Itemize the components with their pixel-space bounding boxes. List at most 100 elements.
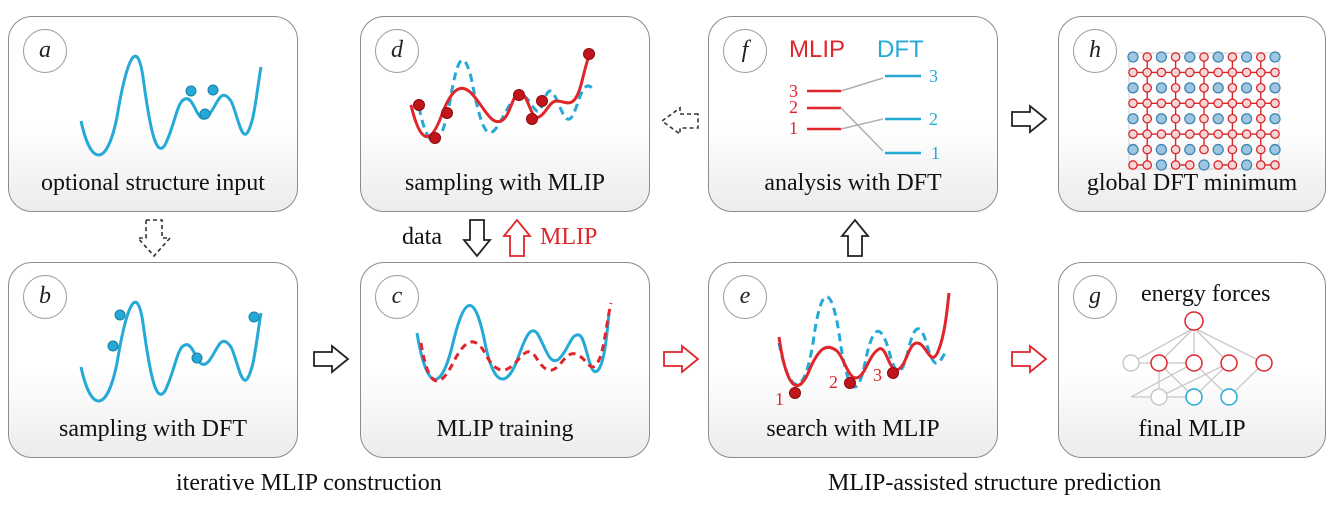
atom-red (1227, 67, 1238, 78)
atom-red (1170, 160, 1181, 170)
panel-a: a optional structure input (8, 16, 298, 212)
dft-level-label-1: 1 (931, 143, 940, 163)
atom-red (1227, 52, 1238, 62)
atom-red (1184, 67, 1195, 78)
atom-blue (1212, 51, 1224, 63)
up-arrow-e-f (840, 218, 870, 257)
sample-point (191, 352, 203, 364)
network-node (1220, 354, 1238, 372)
mlip-heading: MLIP (789, 36, 845, 63)
atom-red (1170, 129, 1181, 139)
dashed-left-arrow (660, 106, 699, 136)
caption-g: final MLIP (1138, 416, 1246, 442)
sample-point (441, 107, 453, 119)
sample-point (513, 89, 525, 101)
panel-g: g energy forces final MLIP (1058, 262, 1326, 458)
atom-blue (1155, 82, 1168, 94)
mlip-curve (419, 302, 613, 383)
atom-red (1170, 98, 1181, 109)
atom-blue (1240, 113, 1253, 125)
energy-landscape-e: 1 2 3 (775, 292, 951, 409)
atom-blue (1212, 143, 1224, 156)
atom-red (1255, 129, 1266, 139)
network-header: energy forces (1141, 281, 1271, 307)
atom-red (1199, 113, 1209, 124)
panel-letter-g: g (1073, 275, 1117, 319)
atom-red (1170, 83, 1181, 93)
sample-point (526, 113, 538, 125)
atom-red (1142, 98, 1153, 109)
atom-red (1255, 160, 1266, 170)
atom-red (1270, 129, 1280, 139)
right-arrow-e-g (1011, 344, 1048, 374)
section-label-left: iterative MLIP construction (176, 470, 442, 496)
atom-blue (1127, 51, 1139, 63)
level-comparison-f: MLIP DFT 3 2 1 3 2 1 (789, 36, 940, 163)
sample-point (107, 340, 119, 352)
energy-landscape-d (409, 48, 595, 144)
atom-red (1199, 129, 1209, 139)
atom-red (1142, 83, 1153, 93)
atom-red (1213, 98, 1224, 109)
panel-b: b sampling with DFT (8, 262, 298, 458)
atom-red (1142, 129, 1153, 139)
atom-red (1170, 144, 1181, 155)
mlip-label: MLIP (540, 224, 598, 250)
atom-red (1170, 113, 1181, 124)
atom-red (1142, 144, 1153, 155)
atom-red (1156, 129, 1167, 139)
atom-red (1128, 129, 1138, 139)
atom-red (1227, 98, 1238, 109)
dft-curve (415, 304, 611, 381)
mlip-curve (409, 50, 593, 138)
caption-b: sampling with DFT (58, 416, 247, 442)
structure-point (199, 108, 211, 120)
atom-blue (1184, 143, 1196, 156)
atom-red (1227, 144, 1238, 155)
minimum-point-3 (887, 367, 899, 379)
dft-curve (79, 300, 263, 403)
atom-red (1170, 52, 1181, 62)
neural-network-diagram (1122, 311, 1273, 406)
atom-red (1213, 160, 1224, 170)
atom-blue (1184, 113, 1196, 125)
structure-point (207, 84, 219, 96)
atom-blue (1240, 159, 1253, 171)
minimum-label-2: 2 (829, 372, 838, 392)
caption-e: search with MLIP (766, 416, 940, 442)
sample-point (536, 95, 548, 107)
atom-blue (1269, 82, 1281, 94)
right-arrow-f-h (1011, 104, 1048, 134)
atom-red (1128, 160, 1138, 170)
energy-landscape-a (79, 54, 263, 157)
atom-red (1184, 160, 1195, 170)
atom-red (1270, 67, 1280, 78)
panel-letter-e: e (723, 275, 767, 319)
panel-letter-f: f (723, 29, 767, 73)
network-node (1184, 311, 1204, 331)
mapping-line (840, 118, 884, 130)
caption-c: MLIP training (436, 416, 574, 442)
dft-curve (417, 58, 595, 143)
right-arrow-c-e (663, 344, 700, 374)
atom-red (1255, 52, 1266, 62)
atom-red (1199, 83, 1209, 93)
sample-point (248, 311, 260, 323)
dft-curve (79, 54, 263, 157)
atom-blue (1184, 51, 1196, 63)
network-node (1150, 354, 1168, 372)
atom-red (1227, 129, 1238, 139)
atom-blue (1155, 143, 1168, 156)
network-node (1255, 354, 1273, 372)
caption-f: analysis with DFT (764, 170, 942, 196)
atom-red (1213, 67, 1224, 78)
atom-red (1199, 67, 1209, 78)
atom-blue (1212, 82, 1224, 94)
mlip-level-label-3: 3 (789, 81, 798, 101)
minimum-point-2 (844, 377, 856, 389)
network-node (1185, 354, 1203, 372)
section-label-right: MLIP-assisted structure prediction (828, 470, 1162, 496)
mapping-line (840, 77, 884, 92)
panel-d: d sampling with MLIP (360, 16, 650, 212)
atom-red (1156, 98, 1167, 109)
